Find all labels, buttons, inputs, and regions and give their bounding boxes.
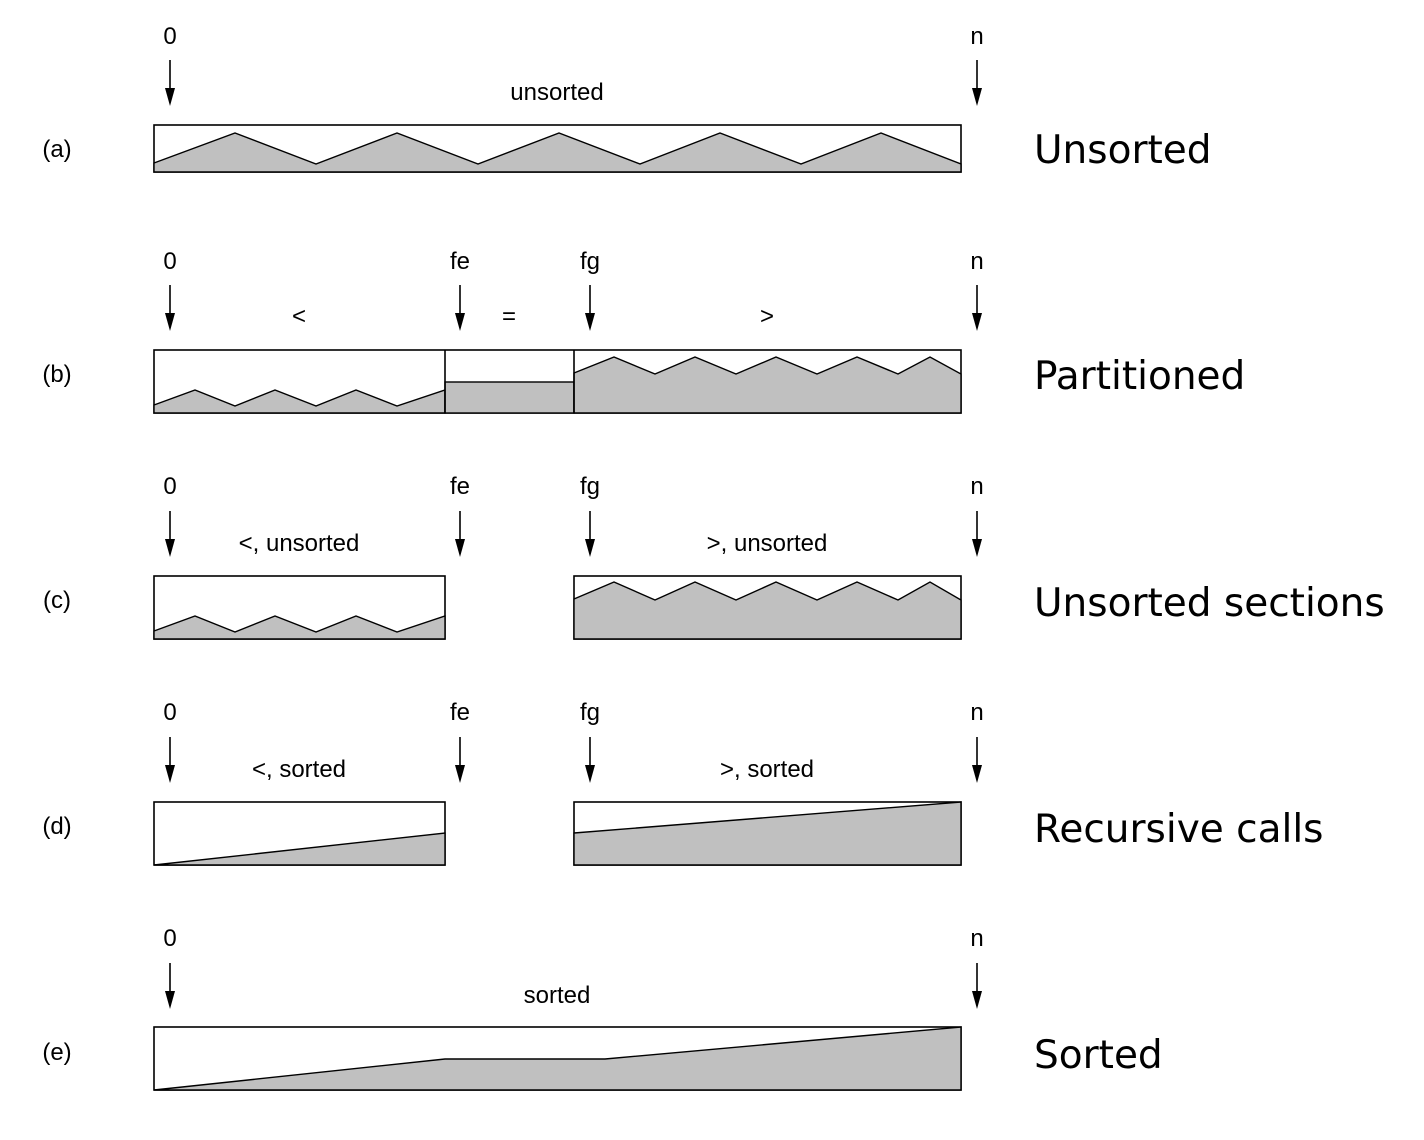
marker-fg: fg xyxy=(580,248,600,275)
marker-n: n xyxy=(970,23,983,50)
marker-n: n xyxy=(970,699,983,726)
arrow-down-icon xyxy=(972,737,982,783)
arrow-down-icon xyxy=(165,737,175,783)
arrow-down-icon xyxy=(455,511,465,557)
arrow-down-icon xyxy=(585,511,595,557)
marker-0: 0 xyxy=(163,23,176,50)
arrow-down-icon xyxy=(972,511,982,557)
arrow-down-icon xyxy=(165,285,175,331)
less-partition-fill xyxy=(153,389,446,414)
arrow-down-icon xyxy=(165,963,175,1009)
row-letter: (a) xyxy=(42,136,71,163)
row-title: Sorted xyxy=(1034,1033,1163,1078)
region-label-unsorted: unsorted xyxy=(510,79,603,106)
arrow-down-icon xyxy=(972,60,982,106)
region-label-less-sorted: <, sorted xyxy=(252,756,346,783)
less-section-fill xyxy=(153,615,446,640)
marker-0: 0 xyxy=(163,925,176,952)
row-b: 0 fe fg n < = > (b) Partitioned xyxy=(42,248,1245,414)
greater-sorted-fill xyxy=(573,801,962,866)
marker-0: 0 xyxy=(163,473,176,500)
marker-fg: fg xyxy=(580,473,600,500)
row-title: Unsorted sections xyxy=(1034,581,1385,626)
marker-fe: fe xyxy=(450,699,470,726)
region-label-less-unsorted: <, unsorted xyxy=(239,530,360,557)
row-a: 0 n unsorted (a) Unsorted xyxy=(42,23,1211,173)
marker-0: 0 xyxy=(163,248,176,275)
row-letter: (c) xyxy=(43,587,71,614)
row-d: 0 fe fg n <, sorted >, sorted (d) Recurs… xyxy=(42,699,1324,866)
region-label-equal: = xyxy=(502,303,516,330)
marker-0: 0 xyxy=(163,699,176,726)
marker-n: n xyxy=(970,248,983,275)
arrow-down-icon xyxy=(455,285,465,331)
arrow-down-icon xyxy=(165,511,175,557)
equal-partition-fill xyxy=(444,381,575,414)
row-e: 0 n sorted (e) Sorted xyxy=(42,925,1163,1091)
row-c: 0 fe fg n <, unsorted >, unsorted (c) Un… xyxy=(43,473,1385,640)
row-title: Unsorted xyxy=(1034,128,1212,173)
row-title: Partitioned xyxy=(1034,354,1245,399)
greater-partition-fill xyxy=(573,356,962,414)
less-sorted-fill xyxy=(153,832,446,866)
arrow-down-icon xyxy=(972,285,982,331)
region-label-greater: > xyxy=(760,303,774,330)
unsorted-fill xyxy=(153,132,962,173)
region-label-greater-sorted: >, sorted xyxy=(720,756,814,783)
arrow-down-icon xyxy=(455,737,465,783)
region-label-less: < xyxy=(292,303,306,330)
marker-fe: fe xyxy=(450,248,470,275)
marker-fe: fe xyxy=(450,473,470,500)
region-label-sorted: sorted xyxy=(524,982,591,1009)
arrow-down-icon xyxy=(972,963,982,1009)
arrow-down-icon xyxy=(585,285,595,331)
marker-fg: fg xyxy=(580,699,600,726)
arrow-down-icon xyxy=(165,60,175,106)
marker-n: n xyxy=(970,473,983,500)
row-title: Recursive calls xyxy=(1034,807,1324,852)
region-label-greater-unsorted: >, unsorted xyxy=(707,530,828,557)
marker-n: n xyxy=(970,925,983,952)
greater-section-fill xyxy=(573,581,962,640)
arrow-down-icon xyxy=(585,737,595,783)
row-letter: (b) xyxy=(42,361,71,388)
row-letter: (d) xyxy=(42,813,71,840)
sorted-fill xyxy=(153,1026,962,1091)
row-letter: (e) xyxy=(42,1039,71,1066)
